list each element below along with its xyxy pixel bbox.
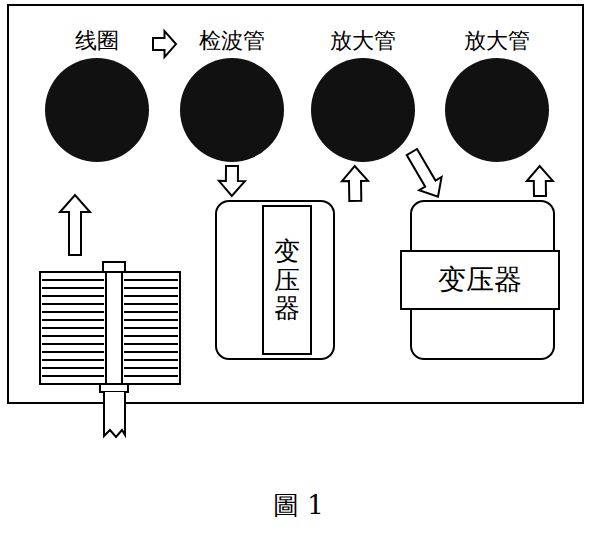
battery-plate [124,343,178,345]
transformer-band: 变压器 [262,205,312,355]
battery-plate [124,351,178,353]
battery-plate [42,287,104,289]
battery-plate [42,375,104,377]
battery-plate [42,359,104,361]
tube-node: 检波管 [180,28,284,162]
battery-plate [42,327,104,329]
battery-plate [124,295,178,297]
battery-plate [42,351,104,353]
battery-plate [124,335,178,337]
battery-plate [124,319,178,321]
tube-circle [445,58,549,162]
transformer-node: 变压器 [215,200,335,360]
battery-plate [124,311,178,313]
battery-plate [42,279,104,281]
battery-plate [124,303,178,305]
transformer-node: 变压器 [400,200,560,360]
tube-node: 放大管 [311,28,415,162]
transformer-band: 变压器 [400,250,560,310]
battery-plate [42,319,104,321]
tube-circle [311,58,415,162]
battery-plate [124,287,178,289]
part-label: 线圈 [25,28,169,54]
part-label: 放大管 [291,28,435,54]
tube-circle [45,58,149,162]
panel-frame [8,5,583,403]
signal-arrow [407,149,442,197]
block-arrow [60,195,90,255]
tube-circle [180,58,284,162]
signal-arrow [527,166,553,196]
figure-caption: 圖 1 [0,488,597,523]
part-label: 检波管 [160,28,304,54]
battery-plate [42,311,104,313]
signal-arrow [342,166,368,201]
part-label: 变压器 [274,237,300,323]
battery-symbol [40,262,180,437]
battery-plate [124,279,178,281]
battery-plate [124,327,178,329]
battery-plate [42,367,104,369]
battery-plate [42,303,104,305]
battery-plate [42,335,104,337]
tube-node: 放大管 [445,28,549,162]
battery-plate [124,359,178,361]
signal-arrow [219,166,245,196]
battery-plate [124,367,178,369]
tube-node: 线圈 [45,28,149,162]
battery-plate [42,295,104,297]
signal-arrow [153,31,176,57]
part-label: 放大管 [425,28,569,54]
part-label: 变压器 [438,261,522,299]
battery-plate [124,375,178,377]
battery-plate [42,343,104,345]
